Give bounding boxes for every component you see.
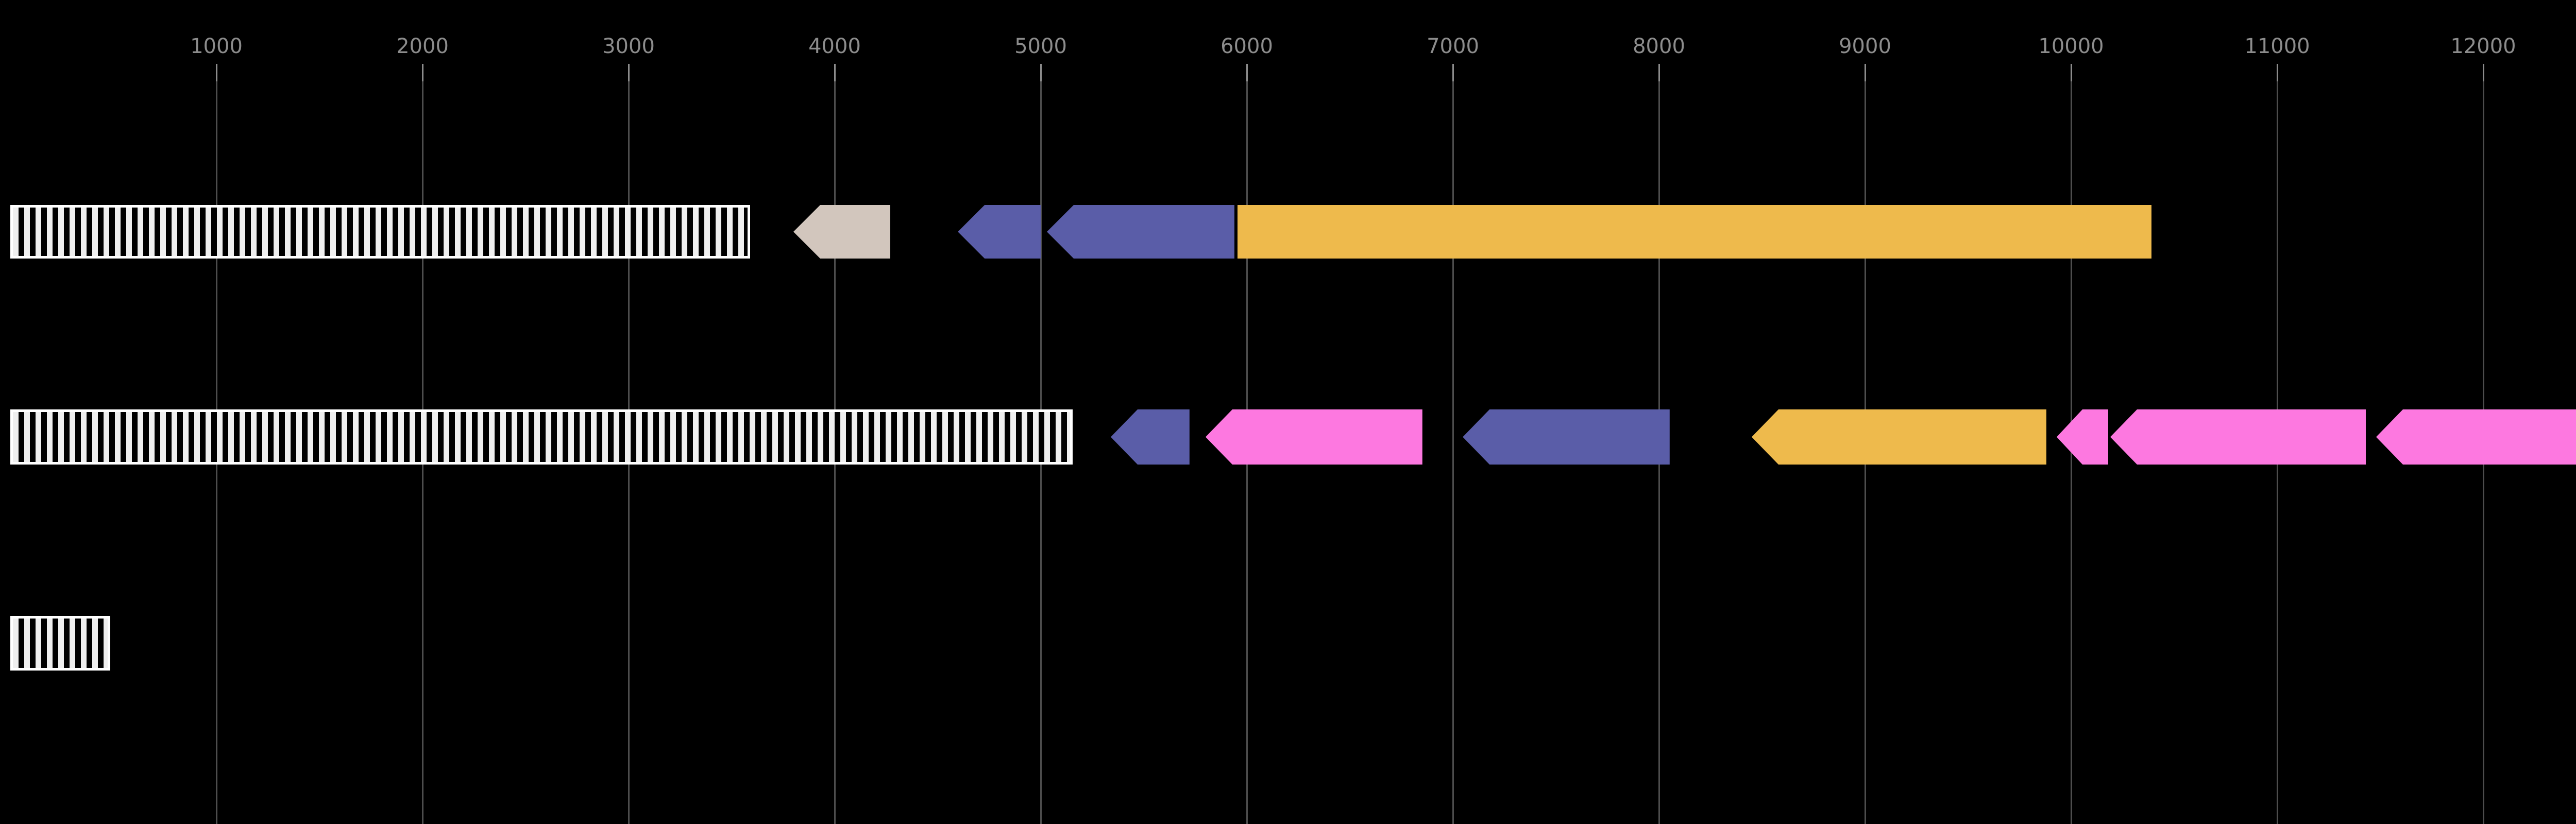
feature-track-2	[0, 409, 2576, 465]
gene-feature[interactable]	[793, 205, 890, 259]
axis-tick-label: 12000	[2450, 35, 2516, 58]
axis-tick-label: 9000	[1839, 35, 1891, 58]
axis-tick-mark	[2483, 64, 2484, 81]
axis-tick-mark	[1658, 64, 1660, 81]
axis-tick-mark	[2277, 64, 2278, 81]
feature-track-3	[0, 616, 2576, 671]
axis-tick-mark	[628, 64, 630, 81]
axis-tick-mark	[216, 64, 217, 81]
axis-tick-label: 10000	[2038, 35, 2104, 58]
gene-feature[interactable]	[1047, 205, 1234, 259]
axis-tick-mark	[1040, 64, 1042, 81]
axis-tick-mark	[422, 64, 423, 81]
axis-tick-label: 11000	[2244, 35, 2310, 58]
gene-feature[interactable]	[1238, 205, 2151, 259]
axis-tick-label: 3000	[602, 35, 655, 58]
gene-feature[interactable]	[2057, 409, 2108, 465]
axis-tick-label: 2000	[396, 35, 449, 58]
axis-tick-label: 8000	[1633, 35, 1685, 58]
gene-feature[interactable]	[1463, 409, 1670, 465]
gene-feature[interactable]	[958, 205, 1041, 259]
hatched-region[interactable]	[10, 409, 1073, 465]
axis-tick-label: 4000	[808, 35, 861, 58]
axis-tick-label: 6000	[1221, 35, 1273, 58]
axis-tick-mark	[834, 64, 836, 81]
axis-tick-mark	[1865, 64, 1866, 81]
hatched-region[interactable]	[10, 616, 110, 671]
gene-feature[interactable]	[2110, 409, 2366, 465]
axis-tick-mark	[1452, 64, 1454, 81]
gene-feature[interactable]	[1980, 409, 2046, 465]
feature-track-1	[0, 205, 2576, 259]
gene-feature[interactable]	[1206, 409, 1422, 465]
axis-tick-label: 1000	[190, 35, 243, 58]
hatched-region[interactable]	[10, 205, 750, 259]
axis-gridline	[2071, 81, 2072, 824]
axis-tick-mark	[2071, 64, 2072, 81]
axis-tick-mark	[1246, 64, 1248, 81]
axis-tick-label: 5000	[1014, 35, 1067, 58]
gene-feature[interactable]	[1111, 409, 1190, 465]
gene-feature[interactable]	[1752, 409, 1980, 465]
axis-tick-label: 7000	[1427, 35, 1479, 58]
gene-feature[interactable]	[2376, 409, 2576, 465]
axis-gridline	[1452, 81, 1454, 824]
